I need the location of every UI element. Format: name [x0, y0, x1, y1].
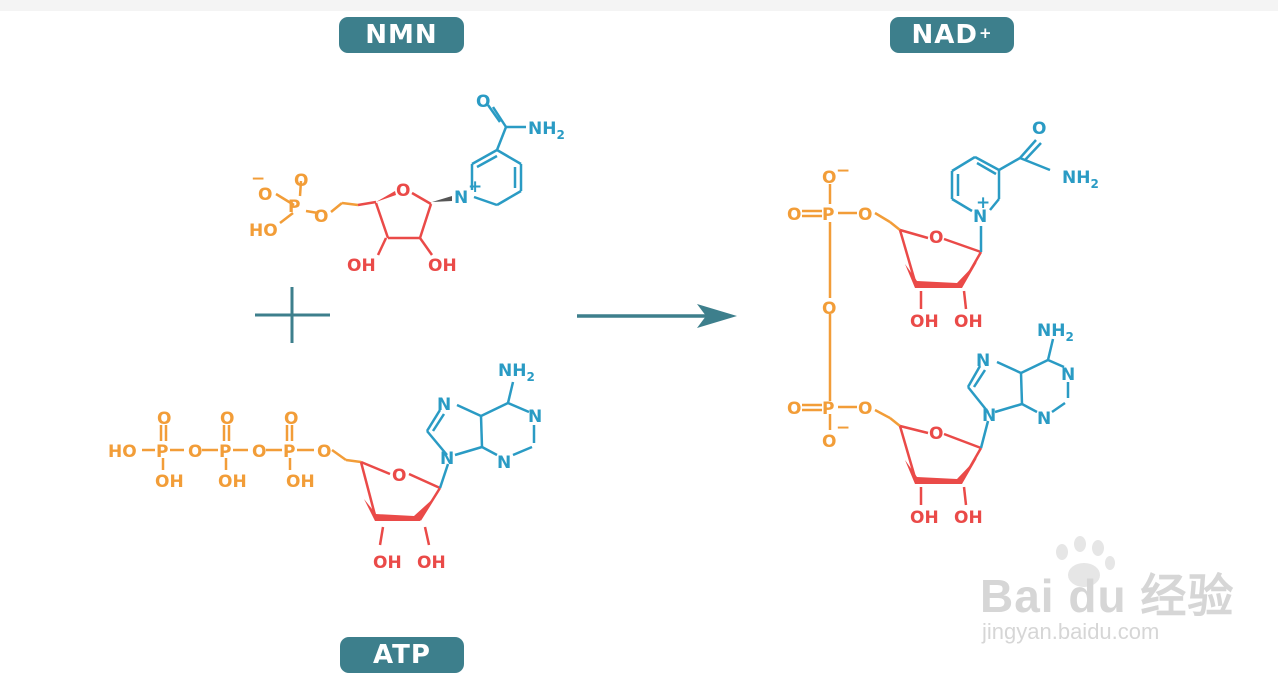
atp-n9: N — [440, 449, 454, 469]
nmn-nplus: + — [468, 177, 482, 197]
nad-nplus: + — [976, 193, 990, 213]
nad-label: NAD+ — [890, 17, 1014, 53]
nad-o-left1: O — [787, 205, 801, 225]
nmn-label: NMN — [339, 17, 464, 53]
atp-label: ATP — [340, 637, 464, 673]
atp-o1: O — [188, 442, 202, 462]
nmn-nh2: NH2 — [528, 119, 565, 142]
nad-o-left2: O — [787, 399, 801, 419]
nmn-oh2: OH — [428, 256, 457, 276]
atp-ho: HO — [108, 442, 137, 462]
atp-molecule: HO P O P O P O O O O OH OH OH O OH OH N … — [108, 361, 542, 573]
nad-p1: P — [822, 205, 834, 225]
nmn-o3: O — [314, 207, 328, 227]
nad-n7: N — [976, 351, 990, 371]
nmn-ho: HO — [249, 221, 278, 241]
nad-amide-o: O — [1032, 119, 1046, 139]
atp-oh5: OH — [417, 553, 446, 573]
atp-ring-o: O — [392, 466, 406, 486]
nad-ring-o1: O — [929, 228, 943, 248]
nad-oh1: OH — [910, 312, 939, 332]
atp-oh2: OH — [218, 472, 247, 492]
nad-o-bridge: O — [822, 299, 836, 319]
nmn-o1: O — [258, 185, 272, 205]
nmn-minus: − — [251, 169, 265, 189]
nad-oh2: OH — [954, 312, 983, 332]
nmn-oh1: OH — [347, 256, 376, 276]
nad-o-bottom: O — [822, 432, 836, 452]
atp-p1: P — [156, 442, 168, 462]
atp-n1: N — [528, 407, 542, 427]
reaction-arrow — [577, 304, 737, 328]
nad-oh3: OH — [910, 508, 939, 528]
nad-molecule: O − O P O O O P O O − O OH OH O OH OH N … — [787, 119, 1099, 528]
nad-minus-top: − — [836, 161, 850, 181]
nad-p2: P — [822, 399, 834, 419]
watermark-url: jingyan.baidu.com — [982, 619, 1160, 644]
atp-oa: O — [157, 409, 171, 429]
nmn-p: P — [288, 197, 300, 217]
atp-oh4: OH — [373, 553, 402, 573]
nad-ring-o2: O — [929, 424, 943, 444]
atp-nh2: NH2 — [498, 361, 535, 384]
atp-oh3: OH — [286, 472, 315, 492]
nad-o-est2: O — [858, 399, 872, 419]
nad-n-pyridinium: N — [973, 207, 987, 227]
nmn-molecule: − O O P HO O O OH OH N + O NH2 — [249, 92, 565, 276]
nmn-o2: O — [294, 171, 308, 191]
nmn-amide-o: O — [476, 92, 490, 112]
watermark-paw-icon — [1056, 536, 1115, 587]
nad-minus-bottom: − — [836, 418, 850, 438]
nad-nh2-top: NH2 — [1062, 168, 1099, 191]
atp-n7: N — [437, 395, 451, 415]
atp-ob: O — [220, 409, 234, 429]
atp-o3: O — [317, 442, 331, 462]
nad-n1: N — [1061, 365, 1075, 385]
atp-p2: P — [219, 442, 231, 462]
atp-oh1: OH — [155, 472, 184, 492]
atp-n3: N — [497, 453, 511, 473]
atp-o2: O — [252, 442, 266, 462]
plus-sign — [255, 287, 330, 343]
nmn-ring-o: O — [396, 181, 410, 201]
nad-o-top: O — [822, 168, 836, 188]
nad-o-est1: O — [858, 205, 872, 225]
atp-p3: P — [283, 442, 295, 462]
top-bar — [0, 0, 1278, 11]
watermark-logo: Bai du 经验 — [980, 570, 1235, 622]
atp-oc: O — [284, 409, 298, 429]
nad-n9: N — [982, 406, 996, 426]
nad-nh2-adenine: NH2 — [1037, 321, 1074, 344]
nad-oh4: OH — [954, 508, 983, 528]
nmn-n: N — [454, 188, 468, 208]
nad-n3: N — [1037, 409, 1051, 429]
